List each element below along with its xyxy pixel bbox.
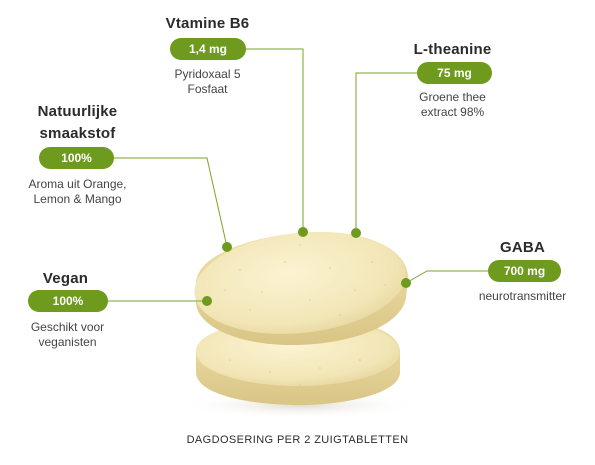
vegan-title: Vegan	[42, 270, 89, 287]
l-theanine-desc-2: extract 98%	[420, 105, 485, 119]
smaakstof-value: 100%	[39, 147, 114, 169]
gaba-value: 700 mg	[488, 260, 561, 282]
leader-lines	[108, 48, 488, 302]
vegan-desc-2: veganisten	[38, 335, 97, 349]
gaba-desc-1: neurotransmitter	[478, 289, 567, 303]
leader-line-l-theanine	[355, 72, 417, 233]
dot-vitamine-b6	[298, 227, 308, 237]
smaakstof-desc-2: Lemon & Mango	[33, 192, 122, 206]
vitamine-b6-desc-1: Pyridoxaal 5	[174, 67, 241, 81]
dosage-footer: DAGDOSERING PER 2 ZUIGTABLETTEN	[186, 434, 409, 446]
smaakstof-desc-1: Aroma uit Orange,	[28, 177, 127, 191]
gaba-title: GABA	[500, 239, 545, 256]
l-theanine-desc-1: Groene thee	[419, 90, 486, 104]
leader-line-smaakstof	[114, 157, 228, 248]
smaakstof-title-1: Natuurlijke	[37, 103, 118, 120]
vitamine-b6-desc-2: Fosfaat	[187, 82, 228, 96]
top-tablet	[194, 232, 408, 345]
tablet-speckles	[224, 244, 386, 386]
leader-line-gaba	[405, 270, 488, 284]
l-theanine-value: 75 mg	[417, 62, 492, 84]
dot-smaakstof	[222, 242, 232, 252]
dot-gaba	[401, 278, 411, 288]
vitamine-b6-value: 1,4 mg	[170, 38, 246, 60]
vegan-value: 100%	[28, 290, 108, 312]
smaakstof-title-2: smaakstof	[39, 125, 116, 142]
dot-vegan	[202, 296, 212, 306]
dot-l-theanine	[351, 228, 361, 238]
l-theanine-title: L-theanine	[413, 41, 492, 58]
vitamine-b6-title: Vtamine B6	[165, 15, 250, 32]
leader-line-vitamine-b6	[245, 48, 304, 232]
leader-dots	[202, 227, 411, 306]
vegan-desc-1: Geschikt voor	[30, 320, 105, 334]
